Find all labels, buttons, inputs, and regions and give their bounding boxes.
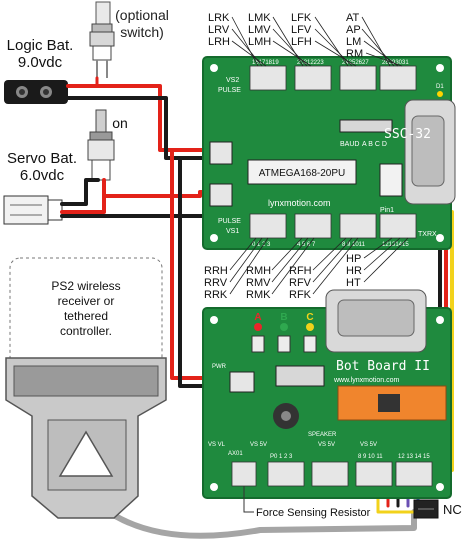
- servo-battery-connector: [3, 195, 63, 225]
- servo-switch: [87, 109, 115, 181]
- botboard-name: Bot Board II: [336, 359, 430, 374]
- servo-label: RRK: [204, 289, 228, 301]
- servo-labels-bottom: RRH RRV RRK RMH RMV RMK RFH RFV RFK HP H…: [204, 253, 362, 301]
- servo-leader-lines-bottom: [229, 237, 409, 295]
- ssc32-top-header-label: 16171819: [252, 60, 279, 66]
- servo-label: HR: [346, 265, 362, 277]
- servo-label: LFK: [291, 12, 312, 24]
- nc-connector: [413, 499, 439, 519]
- nc-label: NC: [443, 502, 462, 517]
- ssc32-bottom-header-label: 8 9 1011: [342, 242, 366, 248]
- ssc32-vs2: VS2: [226, 77, 239, 84]
- botboard-header-labels: VS VL AX01 VS 5V P0 1 2 3 VS 5V 8 9 10 1…: [208, 442, 430, 460]
- led-c-label: C: [306, 312, 313, 323]
- ps2-label-line3: tethered: [64, 309, 108, 323]
- logic-bat-label-line2: 9.0vdc: [18, 54, 63, 71]
- servo-label: HT: [346, 277, 361, 289]
- botboard-header-label: VS 5V: [360, 442, 377, 448]
- ssc32-pin1: Pin1: [380, 207, 394, 214]
- optional-switch: [89, 1, 115, 78]
- botboard-header-label: VS VL: [208, 442, 226, 448]
- led-a: [254, 323, 262, 331]
- ssc32-top-header-label: 20212223: [297, 60, 324, 66]
- botboard-header-label: 8 9 10 11: [358, 454, 383, 460]
- optional-switch-label-line1: (optional: [115, 7, 169, 23]
- led-a-label: A: [254, 312, 261, 323]
- botboard-header-label: 12 13 14 15: [398, 454, 430, 460]
- servo-label: RM: [346, 48, 363, 60]
- botboard-header-label: VS 5V: [318, 442, 335, 448]
- servo-label: RFK: [289, 289, 312, 301]
- ssc32-website: lynxmotion.com: [268, 198, 331, 208]
- ssc32-top-headers: [249, 65, 417, 91]
- led-b-label: B: [280, 312, 287, 323]
- botboard-website: www.lynxmotion.com: [333, 377, 400, 384]
- servo-label: LMK: [248, 12, 271, 24]
- ssc32-top-header-labels: 16171819 20212223 24252627 28293031: [252, 60, 409, 66]
- servo-leader-lines-top: [231, 16, 403, 67]
- ssc32-baud: BAUD: [340, 141, 359, 148]
- ssc32-bottom-header-labels: 0 1 2 3 4 5 6 7 8 9 1011 12131415: [252, 242, 409, 248]
- triangle-icon: [58, 430, 114, 477]
- on-label: on: [112, 115, 128, 131]
- servo-label: LRV: [208, 24, 230, 36]
- servo-label: AT: [346, 12, 360, 24]
- ssc32-top-header-label: 24252627: [342, 60, 369, 66]
- servo-label: RFV: [289, 277, 312, 289]
- ssc32-bottom-headers: [249, 213, 417, 239]
- force-sensing-resistor-label: Force Sensing Resistor: [256, 507, 371, 519]
- servo-label: LRH: [208, 36, 230, 48]
- servo-label: LM: [346, 36, 361, 48]
- servo-label: LRK: [208, 12, 230, 24]
- botboard-header-label: P0 1 2 3: [270, 454, 293, 460]
- servo-label: RRV: [204, 277, 228, 289]
- ps2-connector-plug: [5, 357, 167, 519]
- servo-label: RMK: [246, 289, 271, 301]
- ssc32-bottom-header-label: 0 1 2 3: [252, 242, 271, 248]
- optional-switch-label-line2: switch): [120, 24, 164, 40]
- ssc32-pulse-bottom: PULSE: [218, 218, 241, 225]
- ssc32-abcd: A B C D: [362, 141, 387, 148]
- servo-bat-label-line1: Servo Bat.: [7, 150, 77, 167]
- ps2-dashed-box: [9, 257, 163, 367]
- servo-label: LMV: [248, 24, 271, 36]
- ssc32-name: SSC-32: [384, 127, 431, 142]
- botboard-header-label: AX01: [228, 451, 243, 457]
- servo-labels-top: LRK LRV LRH LMK LMV LMH LFK LFV LFH AT A…: [208, 12, 363, 60]
- botboard-pwr: PWR: [212, 364, 227, 370]
- ps2-label-line2: receiver or: [58, 294, 115, 308]
- servo-label: LFH: [291, 36, 312, 48]
- servo-label: RRH: [204, 265, 228, 277]
- logic-bat-label-line1: Logic Bat.: [7, 37, 74, 54]
- servo-label: HP: [346, 253, 361, 265]
- ssc32-txrx: TXRX: [418, 231, 437, 238]
- ssc32-pulse-top: PULSE: [218, 87, 241, 94]
- ssc32-bottom-header-label: 4 5 6 7: [297, 242, 316, 248]
- ssc32-top-header-label: 28293031: [382, 60, 409, 66]
- ps2-label-line4: controller.: [60, 324, 112, 338]
- ssc32-chip-label: ATMEGA168-20PU: [259, 168, 346, 179]
- servo-label: LMH: [248, 36, 271, 48]
- led-c: [306, 323, 314, 331]
- ssc32-board: [202, 56, 456, 250]
- botboard: [202, 289, 452, 499]
- servo-label: RMV: [246, 277, 271, 289]
- servo-label: AP: [346, 24, 361, 36]
- servo-label: RMH: [246, 265, 271, 277]
- force-sensor-leader: [243, 486, 254, 513]
- botboard-speaker: SPEAKER: [308, 432, 337, 438]
- logic-battery-connector: [4, 80, 68, 104]
- servo-bat-label-line2: 6.0vdc: [20, 167, 65, 184]
- ssc32-d1: D1: [436, 84, 444, 90]
- botboard-headers: [231, 461, 433, 487]
- servo-label: LFV: [291, 24, 312, 36]
- servo-label: RFH: [289, 265, 312, 277]
- ssc32-bottom-header-label: 12131415: [382, 242, 409, 248]
- led-b: [280, 323, 288, 331]
- botboard-header-label: VS 5V: [250, 442, 267, 448]
- ssc32-vs1: VS1: [226, 228, 239, 235]
- ps2-label-line1: PS2 wireless: [51, 279, 120, 293]
